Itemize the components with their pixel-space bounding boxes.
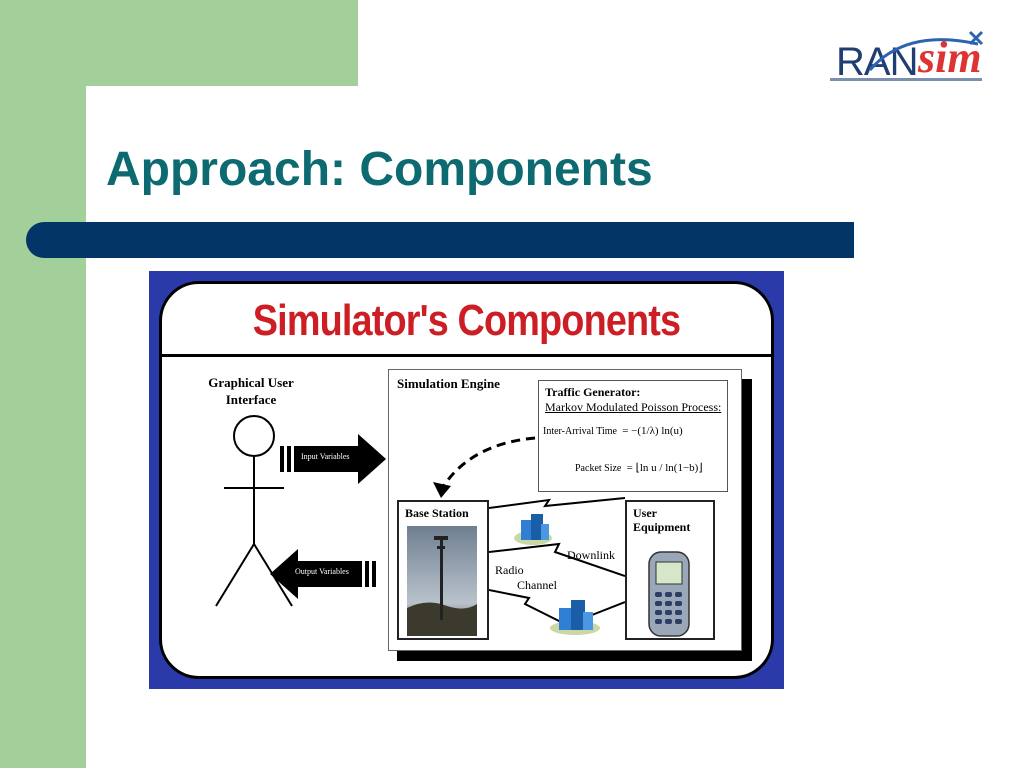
simulation-engine-box: Simulation Engine Traffic Generator: Mar… — [388, 369, 742, 651]
left-accent-bar — [0, 0, 86, 768]
user-equipment-line2: Equipment — [633, 520, 691, 534]
title-divider-bar — [26, 222, 854, 258]
diagram-title: Simulator's Components — [252, 296, 681, 345]
packet-size-label: Packet Size — [575, 463, 622, 474]
output-variables-label: Output Variables — [295, 567, 349, 576]
antenna-tower-icon — [407, 526, 477, 636]
user-equipment-box: User Equipment — [625, 500, 715, 640]
base-station-box: Base Station — [397, 500, 489, 640]
gui-label: Graphical User Interface — [196, 374, 306, 408]
logo-swoosh-icon — [868, 30, 984, 71]
gui-label-line2: Interface — [225, 392, 277, 407]
user-equipment-line1: User — [633, 506, 657, 520]
downlink-label: Downlink — [567, 548, 615, 562]
radio-line1: Radio — [495, 563, 524, 577]
curved-dashed-arrow — [433, 436, 536, 498]
traffic-generator-box: Traffic Generator: Markov Modulated Pois… — [538, 380, 728, 492]
simulator-components-diagram: Simulator's Components Graphical User In… — [149, 271, 784, 689]
diagram-frame: Simulator's Components Graphical User In… — [159, 281, 774, 679]
packet-size-formula: Packet Size = ⌊ln u / ln(1−b)⌋ — [575, 462, 703, 474]
radio-line2: Channel — [517, 578, 557, 592]
inter-arrival-label: Inter-Arrival Time — [543, 426, 617, 437]
building-icon — [514, 514, 552, 545]
ransim-logo: RAN sim — [826, 26, 986, 86]
building-icon-2 — [550, 600, 600, 635]
radio-links — [489, 497, 625, 627]
user-equipment-label: User Equipment — [633, 506, 690, 534]
diagram-title-separator — [162, 354, 771, 357]
slide-title: Approach: Components — [106, 143, 653, 196]
base-station-label: Base Station — [405, 506, 469, 520]
radio-channel-label: Radio Channel — [495, 563, 557, 593]
mobile-phone-icon — [648, 551, 690, 637]
output-arrow — [270, 549, 376, 599]
simulation-engine-label: Simulation Engine — [397, 376, 500, 391]
input-arrow — [280, 434, 386, 484]
input-variables-label: Input Variables — [301, 452, 350, 461]
gui-label-line1: Graphical User — [208, 375, 294, 390]
inter-arrival-formula: Inter-Arrival Time = −(1/λ) ln(u) — [543, 425, 683, 437]
traffic-generator-subtitle: Markov Modulated Poisson Process: — [545, 400, 722, 414]
logo-underline — [830, 78, 982, 81]
traffic-generator-title: Traffic Generator: — [545, 385, 641, 399]
person-icon — [215, 415, 293, 607]
top-accent-block — [0, 0, 358, 86]
